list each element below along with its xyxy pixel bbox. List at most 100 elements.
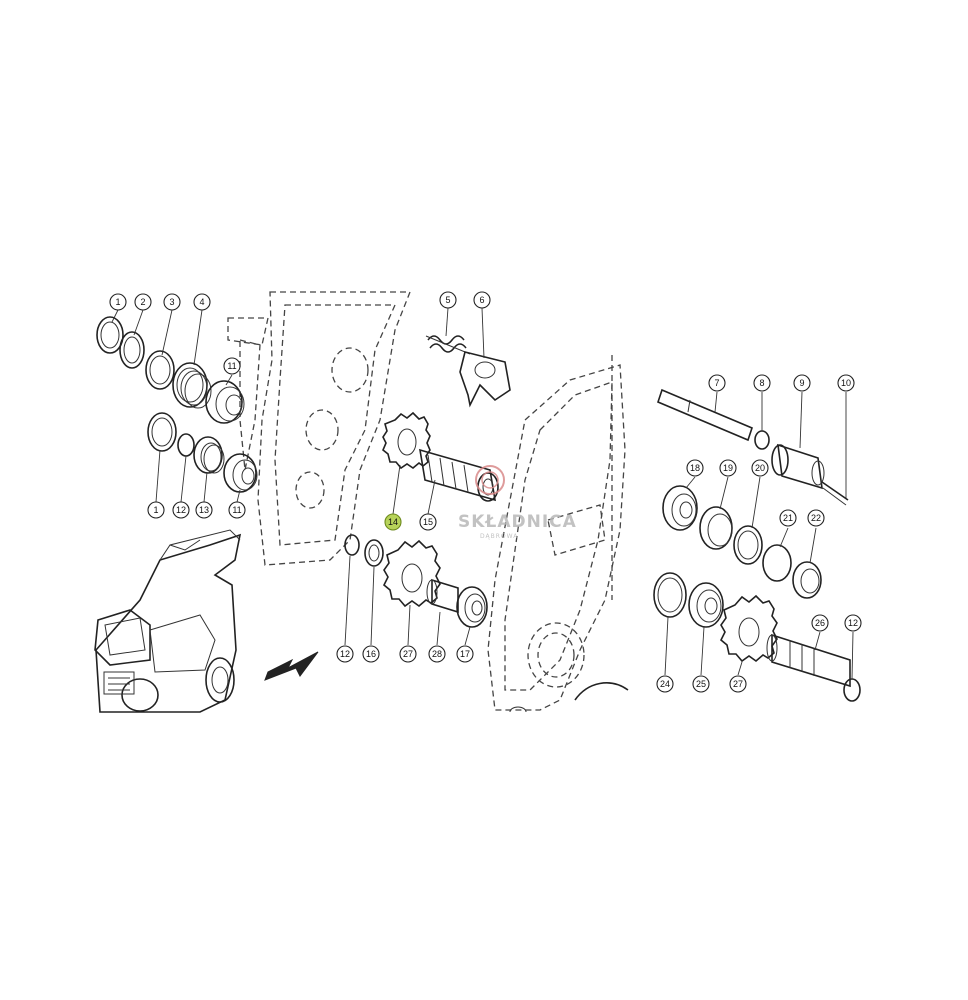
callout-6: 6 <box>473 291 491 309</box>
callout-12-left: 12 <box>172 501 190 519</box>
part-26-splined-shaft <box>766 633 851 688</box>
svg-text:27: 27 <box>733 679 743 689</box>
svg-text:26: 26 <box>815 618 825 628</box>
svg-text:11: 11 <box>232 505 241 515</box>
svg-text:19: 19 <box>723 463 733 473</box>
svg-text:27: 27 <box>403 649 413 659</box>
svg-text:1: 1 <box>153 505 158 515</box>
callout-27-centre: 27 <box>399 645 417 663</box>
svg-text:9: 9 <box>799 378 804 388</box>
part-20-ring <box>733 525 763 565</box>
left-gear-housing <box>227 291 411 566</box>
svg-text:6: 6 <box>479 295 484 305</box>
svg-text:8: 8 <box>759 378 764 388</box>
svg-text:7: 7 <box>714 378 719 388</box>
part-9-coupling <box>771 443 825 490</box>
callouts: 1 2 3 4 5 6 7 8 9 10 11 1 12 13 11 14 15… <box>109 291 862 693</box>
watermark-brand: SKŁADNICA <box>458 512 577 532</box>
svg-text:11: 11 <box>227 361 236 371</box>
svg-text:15: 15 <box>423 517 433 527</box>
svg-text:3: 3 <box>169 297 174 307</box>
part-24-ring <box>653 572 687 618</box>
part-27-gear-centre <box>383 539 441 608</box>
harvester-illustration <box>94 529 242 713</box>
part-6-shift-fork <box>459 351 511 408</box>
part-1-circlip-lower <box>147 412 177 452</box>
svg-text:28: 28 <box>432 649 442 659</box>
part-4-spring-seal <box>172 362 212 409</box>
watermark-sub: DĄBROWA <box>480 533 518 540</box>
callout-16: 16 <box>362 645 380 663</box>
callout-27-right: 27 <box>729 675 747 693</box>
svg-text:25: 25 <box>696 679 706 689</box>
svg-text:12: 12 <box>848 618 858 628</box>
part-22-bearing <box>792 561 822 599</box>
part-12-ring-right <box>843 678 861 702</box>
part-11-bearing-lower <box>223 453 258 493</box>
part-8-o-ring <box>754 430 770 450</box>
callout-7: 7 <box>708 374 726 392</box>
callout-1-lower: 1 <box>147 501 165 519</box>
svg-text:22: 22 <box>811 513 821 523</box>
leader-lines <box>111 307 854 680</box>
callout-19: 19 <box>719 459 737 477</box>
callout-8: 8 <box>753 374 771 392</box>
callout-3: 3 <box>163 293 181 311</box>
callout-22: 22 <box>807 509 825 527</box>
part-7-shaft <box>657 388 753 442</box>
svg-text:2: 2 <box>140 297 145 307</box>
callout-18: 18 <box>686 459 704 477</box>
callout-25: 25 <box>692 675 710 693</box>
part-cover-ring <box>509 682 629 713</box>
svg-text:1: 1 <box>115 297 120 307</box>
callout-11-upper: 11 <box>223 357 241 375</box>
callout-26: 26 <box>811 614 829 632</box>
callout-11-lower: 11 <box>228 501 246 519</box>
part-12-ring-lower-left <box>177 433 195 457</box>
part-19-seal <box>699 506 733 550</box>
watermark-logo: SKŁADNICA DĄBROWA <box>458 465 577 540</box>
callout-1: 1 <box>109 293 127 311</box>
svg-text:24: 24 <box>660 679 670 689</box>
part-1-circlip-upper <box>96 316 124 354</box>
callout-17: 17 <box>456 645 474 663</box>
svg-text:5: 5 <box>445 295 450 305</box>
callout-28: 28 <box>428 645 446 663</box>
part-28-bushing <box>426 578 459 614</box>
callout-12-centre: 12 <box>336 645 354 663</box>
svg-text:16: 16 <box>366 649 376 659</box>
callout-9: 9 <box>793 374 811 392</box>
part-27-gear-right <box>720 594 778 663</box>
callout-2: 2 <box>134 293 152 311</box>
part-13-spring-seal-lower <box>193 436 225 474</box>
callout-12-right: 12 <box>844 614 862 632</box>
svg-text:4: 4 <box>199 297 204 307</box>
svg-text:12: 12 <box>176 505 186 515</box>
part-2-shim-upper <box>119 331 145 369</box>
callout-4: 4 <box>193 293 211 311</box>
callout-20: 20 <box>751 459 769 477</box>
part-12-ring-centre <box>344 534 360 556</box>
part-21-circlip <box>762 544 792 582</box>
part-18-bearing <box>662 485 698 531</box>
part-14-gear <box>382 411 431 470</box>
svg-text:17: 17 <box>460 649 470 659</box>
callout-14-highlighted: 14 <box>384 513 402 531</box>
part-11-bearing-upper <box>205 380 245 424</box>
part-17-bearing-centre <box>456 586 488 628</box>
svg-text:20: 20 <box>755 463 765 473</box>
callout-13: 13 <box>195 501 213 519</box>
right-gear-housing <box>487 355 626 711</box>
part-5-spring <box>425 335 471 355</box>
part-16-shim <box>364 539 384 567</box>
callout-10: 10 <box>837 374 855 392</box>
part-25-bearing <box>688 582 724 628</box>
svg-text:10: 10 <box>841 378 851 388</box>
svg-text:21: 21 <box>783 513 793 523</box>
svg-text:12: 12 <box>340 649 350 659</box>
svg-text:14: 14 <box>388 517 398 527</box>
callout-24: 24 <box>656 675 674 693</box>
callout-21: 21 <box>779 509 797 527</box>
direction-arrow-icon <box>264 651 319 681</box>
